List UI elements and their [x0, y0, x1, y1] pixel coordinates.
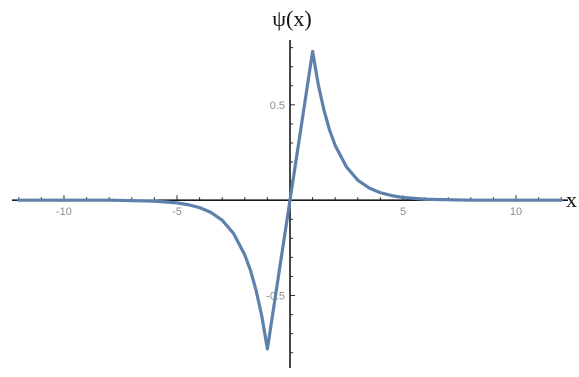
series-line-0: [17, 49, 563, 351]
y-tick-label: 0.5: [270, 100, 285, 112]
x-tick-label: -10: [56, 206, 72, 218]
series-group: [17, 49, 563, 351]
x-axis-label: x: [566, 187, 577, 212]
y-axis-label: ψ(x): [272, 6, 311, 31]
x-tick-label: 10: [510, 206, 522, 218]
x-tick-label: 5: [400, 206, 406, 218]
x-tick-label: -5: [172, 206, 182, 218]
